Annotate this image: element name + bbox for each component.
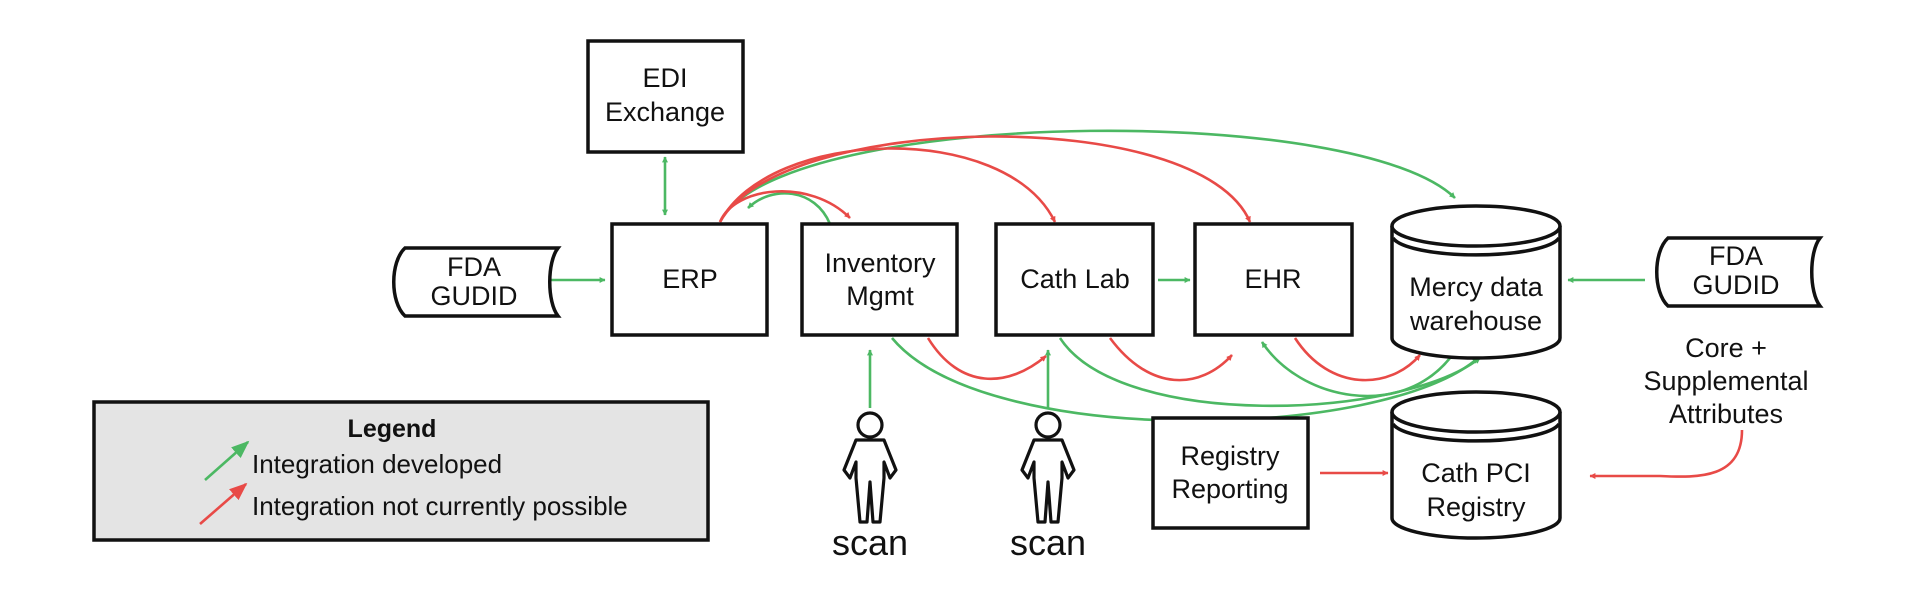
legend-red-arrow-icon (199, 482, 248, 525)
cathpci-line1: Cath PCI (1421, 458, 1531, 488)
arrow-cathlab-ehr-red (1108, 337, 1233, 382)
ehr-label: EHR (1244, 264, 1301, 294)
fda-left-line1: FDA (447, 252, 501, 282)
fda-right-line2: GUDID (1693, 270, 1780, 300)
arrow-attributes-cathpci (1589, 429, 1744, 479)
person-icon (842, 411, 898, 524)
cathpci-line2: Registry (1426, 492, 1526, 522)
node-fda-gudid-right: FDA GUDID (1655, 236, 1824, 308)
edi-line1: EDI (642, 63, 687, 93)
arrow-erp-warehouse (727, 129, 1456, 211)
legend-not-possible: Integration not currently possible (252, 491, 628, 521)
arrow-cathlab-warehouse (1058, 337, 1481, 408)
node-ehr: EHR (1193, 222, 1354, 337)
erp-label: ERP (662, 264, 718, 294)
node-mercy-data-warehouse: Mercy data warehouse (1390, 204, 1562, 360)
arrow-inventory-cathlab (926, 337, 1047, 381)
node-cath-pci-registry: Cath PCI Registry (1390, 390, 1562, 540)
arrow-erp-cathlab (718, 147, 1057, 223)
arrow-erp-ehr (718, 135, 1252, 223)
scan-person-2: scan (1010, 411, 1086, 563)
legend-box (92, 400, 710, 542)
edi-line2: Exchange (605, 97, 725, 127)
node-fda-gudid-left: FDA GUDID (392, 246, 562, 318)
fda-left-line2: GUDID (431, 281, 518, 311)
connectors (550, 129, 1744, 479)
attributes-line2: Supplemental (1643, 366, 1808, 396)
registry-line2: Reporting (1171, 474, 1288, 504)
core-supplemental-attributes: Core + Supplemental Attributes (1643, 333, 1808, 429)
node-edi-exchange: EDI Exchange (586, 39, 745, 154)
fda-right-line1: FDA (1709, 241, 1763, 271)
inventory-line1: Inventory (824, 248, 936, 278)
attributes-line1: Core + (1685, 333, 1767, 363)
registry-line1: Registry (1180, 441, 1280, 471)
arrow-inventory-erp (747, 192, 832, 225)
node-registry-reporting: Registry Reporting (1151, 416, 1310, 530)
arrow-warehouse-ehr (1260, 341, 1452, 398)
warehouse-line1: Mercy data (1409, 272, 1544, 302)
node-cath-lab: Cath Lab (994, 222, 1155, 337)
legend-green-arrow-icon (204, 440, 250, 481)
scan1-label: scan (832, 522, 908, 563)
scan2-label: scan (1010, 522, 1086, 563)
legend: Legend Integration developed Integration… (92, 400, 710, 542)
scan-person-1: scan (832, 411, 908, 563)
cath-lab-label: Cath Lab (1020, 264, 1130, 294)
warehouse-line2: warehouse (1409, 306, 1542, 336)
arrow-ehr-warehouse-red (1293, 337, 1421, 382)
legend-title: Legend (348, 415, 437, 443)
node-erp: ERP (610, 222, 769, 337)
attributes-line3: Attributes (1669, 399, 1783, 429)
inventory-line2: Mgmt (846, 281, 914, 311)
node-inventory-mgmt: Inventory Mgmt (800, 222, 959, 337)
person-icon (1020, 411, 1076, 524)
legend-developed: Integration developed (252, 449, 502, 479)
